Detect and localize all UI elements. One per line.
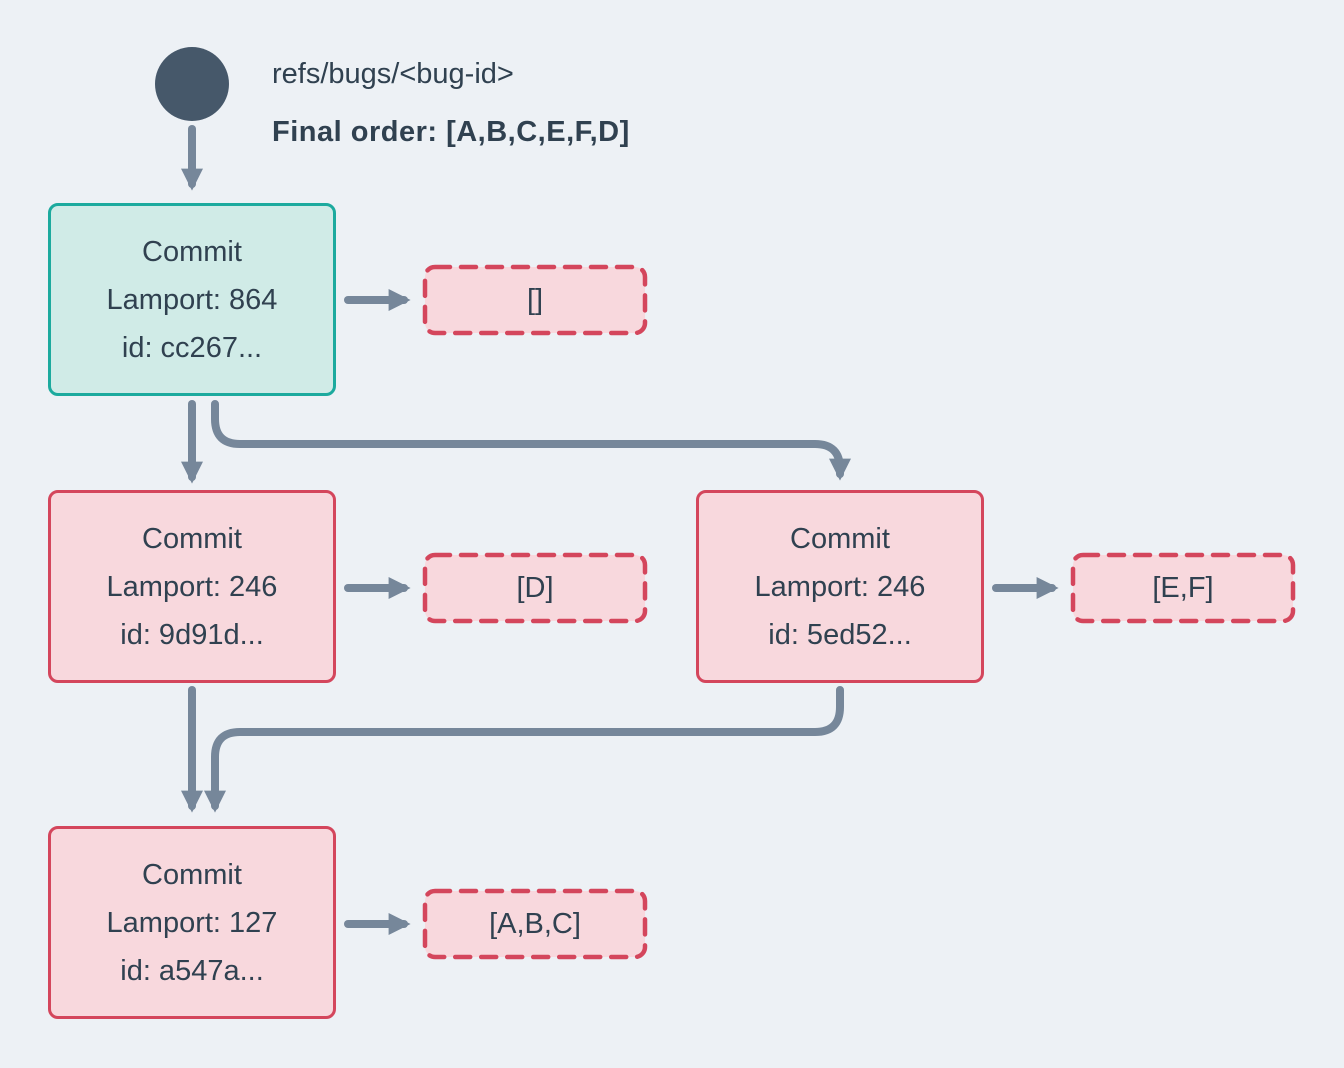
- operations-label: [A,B,C]: [489, 907, 581, 940]
- commit-title: Commit: [142, 858, 242, 891]
- commit-lamport: Lamport: 127: [106, 906, 278, 939]
- commit-node-right: Commit Lamport: 246 id: 5ed52...: [696, 490, 984, 683]
- commit-lamport: Lamport: 864: [106, 283, 278, 316]
- commit-node-left: Commit Lamport: 246 id: 9d91d...: [48, 490, 336, 683]
- dashed-border: [422, 888, 648, 960]
- edge-head-to-right: [211, 400, 851, 481]
- ref-head-circle: [155, 47, 229, 121]
- final-order-label: Final order: [A,B,C,E,F,D]: [272, 116, 630, 148]
- operations-box-head: []: [422, 264, 648, 336]
- operations-box-left: [D]: [422, 552, 648, 624]
- operations-box-right: [E,F]: [1070, 552, 1296, 624]
- commit-lamport: Lamport: 246: [106, 570, 278, 603]
- commit-title: Commit: [142, 522, 242, 555]
- commit-node-head: Commit Lamport: 864 id: cc267...: [48, 203, 336, 396]
- commit-id: id: 9d91d...: [120, 618, 264, 651]
- operations-box-bottom: [A,B,C]: [422, 888, 648, 960]
- ref-name-label: refs/bugs/<bug-id>: [272, 58, 514, 90]
- dashed-border: [422, 264, 648, 336]
- dashed-border: [422, 552, 648, 624]
- operations-label: []: [526, 283, 544, 316]
- operations-label: [D]: [516, 571, 554, 604]
- commit-id: id: a547a...: [120, 954, 264, 987]
- operations-label: [E,F]: [1152, 571, 1214, 604]
- commit-id: id: 5ed52...: [768, 618, 912, 651]
- commit-lamport: Lamport: 246: [754, 570, 926, 603]
- commit-title: Commit: [790, 522, 890, 555]
- dashed-border: [1070, 552, 1296, 624]
- commit-node-bottom: Commit Lamport: 127 id: a547a...: [48, 826, 336, 1019]
- edge-right-to-bottom: [204, 686, 844, 813]
- commit-title: Commit: [142, 235, 242, 268]
- commit-id: id: cc267...: [121, 331, 263, 364]
